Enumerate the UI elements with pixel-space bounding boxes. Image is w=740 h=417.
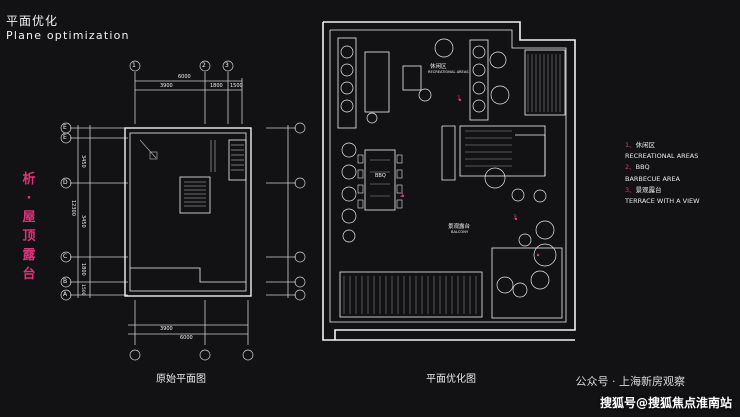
axis-label-side: E xyxy=(63,134,67,141)
dim-top-total: 6000 xyxy=(178,74,191,80)
legend: 1、休闲区 RECREATIONAL AREAS 2、BBQ BARBECUE … xyxy=(625,140,700,207)
legend-item: 1、休闲区 xyxy=(625,140,700,151)
page-title: 平面优化 xyxy=(6,14,59,28)
watermark-wechat: 公众号 · 上海新房观察 xyxy=(575,375,686,388)
room-label-recreation-en: RECREATIONAL AREAS xyxy=(428,70,469,74)
room-label-balcony-cn: 景观露台 xyxy=(448,224,471,230)
dim-top-c: 1500 xyxy=(230,83,243,89)
page-subtitle: Plane optimization xyxy=(6,29,130,42)
dim-left-b: 3450 xyxy=(80,215,86,228)
room-label-recreation-cn: 休闲区 xyxy=(430,64,447,70)
side-char: 屋 xyxy=(22,210,36,225)
room-label-bbq: BBQ xyxy=(375,173,386,179)
marker-1: 1 xyxy=(457,95,461,102)
side-char: 析 xyxy=(22,172,36,187)
axis-label-top: 1 xyxy=(132,62,136,69)
legend-item: 2、BBQ xyxy=(625,162,700,173)
legend-num: 1、 xyxy=(625,141,636,149)
dim-left-a: 3450 xyxy=(80,155,86,168)
axis-label-side: C xyxy=(63,253,68,260)
side-label: 析 · 屋 顶 露 台 xyxy=(18,170,40,284)
legend-num: 2、 xyxy=(625,163,636,172)
dim-left-total: 12300 xyxy=(70,200,76,216)
optimized-plan xyxy=(322,21,576,341)
watermark-sohu: 搜狐号@搜狐焦点淮南站 xyxy=(599,396,732,410)
legend-cn: BBQ xyxy=(635,163,650,172)
legend-en: RECREATIONAL AREAS xyxy=(625,152,699,161)
axis-label-side: D xyxy=(63,179,68,186)
dim-bottom-a: 3900 xyxy=(160,326,173,332)
axis-label-top: 2 xyxy=(202,62,206,69)
axis-label-side: B xyxy=(63,278,68,285)
dim-left-d: 1500 xyxy=(80,284,85,296)
axis-label-side: A xyxy=(63,291,68,298)
legend-item: 3、景观露台 xyxy=(625,185,700,196)
legend-en: TERRACE WITH A VIEW xyxy=(625,197,700,206)
dim-top-b: 1800 xyxy=(210,83,223,89)
side-char: · xyxy=(26,191,32,206)
marker-3: 3 xyxy=(513,214,517,221)
side-char: 露 xyxy=(22,248,36,263)
axis-label-top: 3 xyxy=(225,62,229,69)
axis-label-side: E xyxy=(63,124,67,131)
original-plan xyxy=(70,72,296,345)
dim-top-a: 3900 xyxy=(160,83,173,89)
legend-cn: 景观露台 xyxy=(635,185,662,194)
marker-2: 2 xyxy=(400,192,404,199)
side-char: 顶 xyxy=(22,229,36,244)
legend-cn: 休闲区 xyxy=(635,141,656,149)
legend-num: 3、 xyxy=(625,185,636,194)
legend-en: BARBECUE AREA xyxy=(625,174,680,183)
side-char: 台 xyxy=(22,267,36,282)
room-label-balcony-en: BALCONY xyxy=(451,230,469,234)
dim-bottom-total: 6000 xyxy=(180,335,193,341)
caption-original-plan: 原始平面图 xyxy=(156,374,206,385)
dim-left-c: 1800 xyxy=(80,263,86,276)
caption-optimized-plan: 平面优化图 xyxy=(426,374,476,385)
